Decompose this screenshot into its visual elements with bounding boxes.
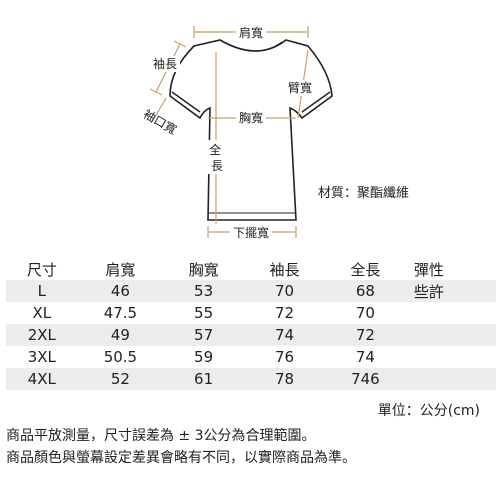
cell-shoulder: 50.5 [103, 348, 138, 366]
cell-sleeve: 76 [274, 348, 295, 366]
shoulder-label: 肩寬 [239, 25, 263, 40]
cell-sleeve: 74 [244, 324, 325, 346]
armhole-label: 臂寬 [288, 80, 312, 95]
header-length: 全長 [350, 260, 381, 279]
size-chart-table: 尺寸 肩寬 胸寬 袖長 全長 彈性 L 46 53 70 68 些許 XL 47… [6, 258, 496, 390]
sleeve-measure: 袖長 [149, 40, 187, 96]
cell-sleeve: 78 [244, 368, 325, 390]
header-chest: 胸寬 [188, 260, 219, 279]
cell-sleeve: 72 [274, 304, 295, 322]
cell-shoulder: 52 [77, 368, 164, 390]
cell-elasticity [405, 324, 496, 346]
cell-shoulder: 46 [77, 280, 164, 302]
table-row: 2XL 49 57 74 72 [6, 324, 496, 346]
chest-label: 胸寬 [239, 110, 263, 125]
armhole-measure: 臂寬 [285, 49, 315, 119]
hem-label: 下擺寬 [233, 225, 269, 240]
header-shoulder: 肩寬 [105, 260, 136, 279]
unit-label: 單位：公分(cm) [377, 403, 480, 419]
cell-elasticity [405, 368, 496, 390]
cell-elasticity: 些許 [405, 280, 496, 302]
cell-size: L [6, 280, 78, 302]
length-label: 全 長 [209, 142, 225, 173]
cuff-label: 袖口寬 [141, 106, 180, 137]
cell-sleeve: 70 [244, 280, 325, 302]
cell-chest: 61 [163, 368, 245, 390]
tshirt-measurement-diagram: 肩寬 袖長 袖口寬 臂寬 胸寬 [141, 24, 333, 241]
length-measure: 全 長 [208, 52, 226, 224]
cell-length: 68 [324, 280, 406, 302]
header-elasticity: 彈性 [413, 260, 444, 279]
chest-measure: 胸寬 [208, 110, 296, 126]
cell-size: 2XL [6, 324, 78, 346]
tshirt-diagram-svg: 肩寬 袖長 袖口寬 臂寬 胸寬 [141, 24, 333, 241]
material-text: 材質：聚酯纖維 [318, 186, 410, 201]
cell-chest: 55 [194, 304, 214, 322]
table-row: 3XL 50.5 59 76 74 [6, 346, 496, 368]
cell-length: 74 [355, 348, 375, 366]
cell-size: 3XL [27, 348, 56, 366]
color-note: 商品顏色與螢幕設定差異會略有不同，以實際商品為準。 [6, 450, 356, 466]
cell-size: 4XL [6, 368, 78, 390]
tshirt-outline [169, 39, 333, 221]
length-label-char-2: 長 [211, 159, 223, 173]
cell-shoulder: 49 [77, 324, 164, 346]
cell-chest: 53 [163, 280, 245, 302]
table-row: 4XL 52 61 78 746 [6, 368, 496, 390]
shoulder-measure: 肩寬 [193, 24, 309, 40]
cell-elasticity [406, 302, 496, 324]
header-size: 尺寸 [26, 260, 57, 279]
cell-size: XL [32, 304, 52, 322]
cell-chest: 57 [163, 324, 245, 346]
cuff-measure: 袖口寬 [141, 97, 180, 137]
sleeve-label: 袖長 [153, 56, 177, 71]
length-label-char-1: 全 [209, 142, 221, 157]
table-header-row: 尺寸 肩寬 胸寬 袖長 全長 彈性 [6, 258, 496, 280]
hem-measure: 下擺寬 [207, 225, 297, 241]
cell-elasticity [406, 346, 496, 368]
table-row: L 46 53 70 68 些許 [6, 280, 496, 302]
header-sleeve: 袖長 [269, 260, 300, 279]
neckline [223, 41, 283, 52]
right-cuff-line [301, 91, 331, 113]
cell-length: 746 [324, 368, 406, 390]
measurement-note: 商品平放測量，尺寸誤差為 ± 3公分為合理範圍。 [6, 428, 316, 444]
cell-chest: 59 [194, 348, 214, 366]
cell-length: 72 [324, 324, 406, 346]
table-row: XL 47.5 55 72 70 [6, 302, 496, 324]
cell-length: 70 [355, 304, 375, 322]
cell-shoulder: 47.5 [103, 304, 138, 322]
left-cuff-line [171, 91, 201, 113]
